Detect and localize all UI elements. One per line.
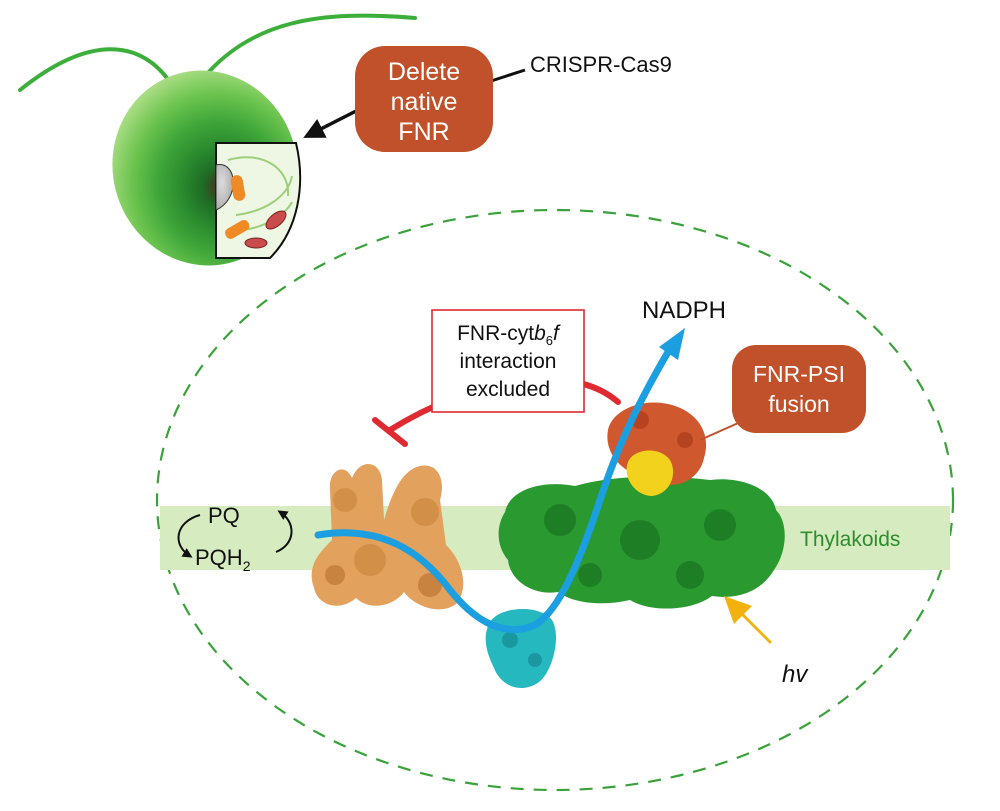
hv-label: hv	[782, 661, 809, 688]
flagellum-right	[198, 13, 417, 84]
chloroplast-outline	[155, 208, 955, 792]
delete-fnr-line2: native	[391, 88, 458, 116]
exclusion-box	[431, 309, 585, 413]
exclusion-line3: excluded	[466, 378, 550, 401]
electron-path	[314, 348, 672, 633]
inhibition-bar	[372, 417, 408, 447]
exclusion-line1-c: f	[553, 322, 561, 345]
fnr-psi-fusion-badge	[732, 345, 866, 433]
crispr-label: CRISPR-Cas9	[530, 52, 672, 77]
exclusion-line1: FNR-cytb6f	[457, 322, 561, 348]
algal-cell	[112, 70, 302, 266]
exclusion-line1-a: FNR-cyt	[457, 322, 534, 345]
delete-fnr-line3: FNR	[398, 118, 449, 146]
exclusion-line1-sub: 6	[546, 333, 553, 348]
thylakoids-label: Thylakoids	[800, 528, 900, 551]
exclusion-line1-b: b	[534, 322, 546, 345]
pq-cycle-arrow-right	[275, 510, 293, 553]
pq-label: PQ	[208, 503, 240, 528]
ferredoxin-protein	[626, 450, 674, 496]
fusion-line2: fusion	[768, 391, 829, 417]
exclusion-line2: interaction	[460, 350, 557, 373]
delete-fnr-line1: Delete	[388, 58, 460, 86]
pqh2-main: PQH	[195, 545, 243, 570]
pqh2-label: PQH2	[195, 545, 251, 574]
fusion-line1: FNR-PSI	[753, 361, 845, 387]
nadph-label: NADPH	[642, 297, 726, 324]
nadph-arrowhead	[659, 328, 685, 360]
delete-arrow	[303, 108, 359, 138]
psi-complex	[498, 476, 785, 609]
light-arrow	[724, 596, 772, 644]
crispr-connector	[487, 68, 526, 84]
pq-cycle-arrow-left	[177, 514, 201, 558]
delete-fnr-badge	[355, 46, 493, 152]
flagellum-left	[18, 47, 180, 98]
pqh2-sub: 2	[243, 558, 251, 574]
